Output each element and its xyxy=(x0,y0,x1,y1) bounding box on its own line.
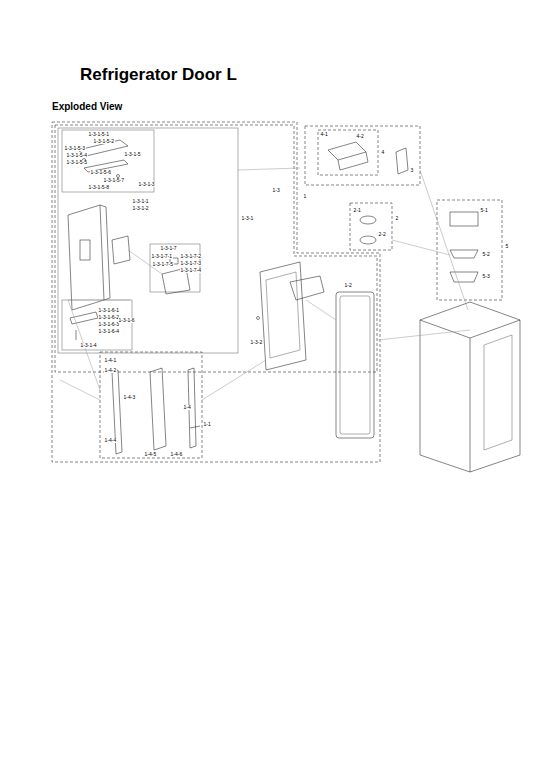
callout-number: 2 xyxy=(395,216,399,221)
window xyxy=(80,240,90,260)
callout-number: 1-3-1-5-8 xyxy=(88,185,110,190)
rail xyxy=(150,368,166,450)
callout-number: 1-3-1-7-2 xyxy=(180,254,202,259)
callout-number: 5-2 xyxy=(482,252,490,257)
door-panel xyxy=(68,205,104,310)
cap xyxy=(360,236,376,244)
callout-number: 1-3-1-5 xyxy=(124,152,141,157)
callout-number: 1-1 xyxy=(203,422,211,427)
callout-number: 1 xyxy=(303,194,307,199)
callout-number: 1-4-1 xyxy=(104,358,117,363)
hinge-block xyxy=(112,236,130,264)
callout-number: 5-1 xyxy=(480,208,488,213)
inset-outline xyxy=(62,300,132,350)
callout-number: 4 xyxy=(381,150,385,155)
leader-lines xyxy=(60,168,470,400)
callout-number: 1-3-1-4 xyxy=(80,343,97,348)
group-outline xyxy=(100,352,202,458)
callout-number: 1-3-1-5-4 xyxy=(66,153,88,158)
gasket-inner xyxy=(340,296,370,434)
callout-number: 1-3-1-5-5 xyxy=(66,160,88,165)
callout-number: 1-3-2 xyxy=(250,340,263,345)
screw xyxy=(76,330,77,340)
bracket xyxy=(290,276,324,300)
hinge-cover xyxy=(338,152,368,170)
callout-number: 1-3-1-5-6 xyxy=(90,170,112,175)
bin xyxy=(450,272,478,282)
callout-number: 1-4-6 xyxy=(170,452,183,457)
callout-number: 5-3 xyxy=(482,274,490,279)
callout-number: 1-3-1-7-1 xyxy=(151,254,173,259)
bin xyxy=(450,212,478,226)
callout-number: 1-3-1-2 xyxy=(132,206,149,211)
group-outline xyxy=(437,200,502,300)
callout-number: 4-1 xyxy=(320,132,328,137)
callout-number: 3 xyxy=(410,168,414,173)
callout-number: 1-3-1-3 xyxy=(138,182,155,187)
callout-number: 1-4-3 xyxy=(123,395,136,400)
callout-number: 1-3-1-6-4 xyxy=(98,329,120,334)
callout-number: 1-3-1-6 xyxy=(118,318,135,323)
group-outline xyxy=(350,203,392,250)
group-outline xyxy=(305,126,420,185)
callout-number: 1-4-4 xyxy=(104,438,117,443)
callout-number: 1-3-1-1 xyxy=(132,199,149,204)
callout-number: 1-4-2 xyxy=(104,368,117,373)
callout-number: 5 xyxy=(505,244,509,249)
callout-number: 1-3-1-6-1 xyxy=(98,308,120,313)
callout-number: 1-4-5 xyxy=(144,452,157,457)
callout-number: 1-3 xyxy=(272,188,280,193)
bin xyxy=(450,250,478,258)
callout-number: 1-3-1-5-7 xyxy=(103,178,125,183)
callout-number: 1-3-1-5-2 xyxy=(93,139,115,144)
callout-number: 1-4 xyxy=(183,405,191,410)
callout-number: 1-3-1-5-3 xyxy=(64,146,86,151)
callout-number: 1-3-1-6-2 xyxy=(98,315,120,320)
cabinet-interior xyxy=(484,335,512,450)
cabinet xyxy=(420,302,520,472)
group-outline xyxy=(52,122,380,462)
group-outline xyxy=(318,130,378,175)
callout-number: 2-2 xyxy=(378,232,386,237)
callout-number: 1-3-1-7-4 xyxy=(180,268,202,273)
callout-number: 1-3-1-6-3 xyxy=(98,322,120,327)
callout-number: 1-2 xyxy=(344,283,352,288)
group-outline xyxy=(58,128,238,353)
cap xyxy=(360,216,376,224)
hinge-cover xyxy=(328,142,366,160)
callout-number: 4-2 xyxy=(356,134,364,139)
door-edge xyxy=(100,205,110,300)
gasket xyxy=(336,292,374,438)
liner-inner xyxy=(266,272,300,358)
group-outline xyxy=(55,125,377,372)
callout-number: 1-3-1-5-1 xyxy=(88,132,110,137)
door-liner xyxy=(260,262,306,370)
screw xyxy=(257,317,260,320)
callout-number: 1-3-1-7-5 xyxy=(152,262,174,267)
callout-number: 1-3-1-7-3 xyxy=(180,261,202,266)
hinge xyxy=(396,148,408,174)
pin xyxy=(190,426,200,428)
cabinet-edge xyxy=(420,320,520,472)
callout-number: 1-3-1-7 xyxy=(160,246,177,251)
callout-number: 2-1 xyxy=(353,208,361,213)
page-title: Refrigerator Door L xyxy=(80,66,237,83)
section-heading: Exploded View xyxy=(52,102,122,112)
callout-number: 1-3-1 xyxy=(241,216,254,221)
